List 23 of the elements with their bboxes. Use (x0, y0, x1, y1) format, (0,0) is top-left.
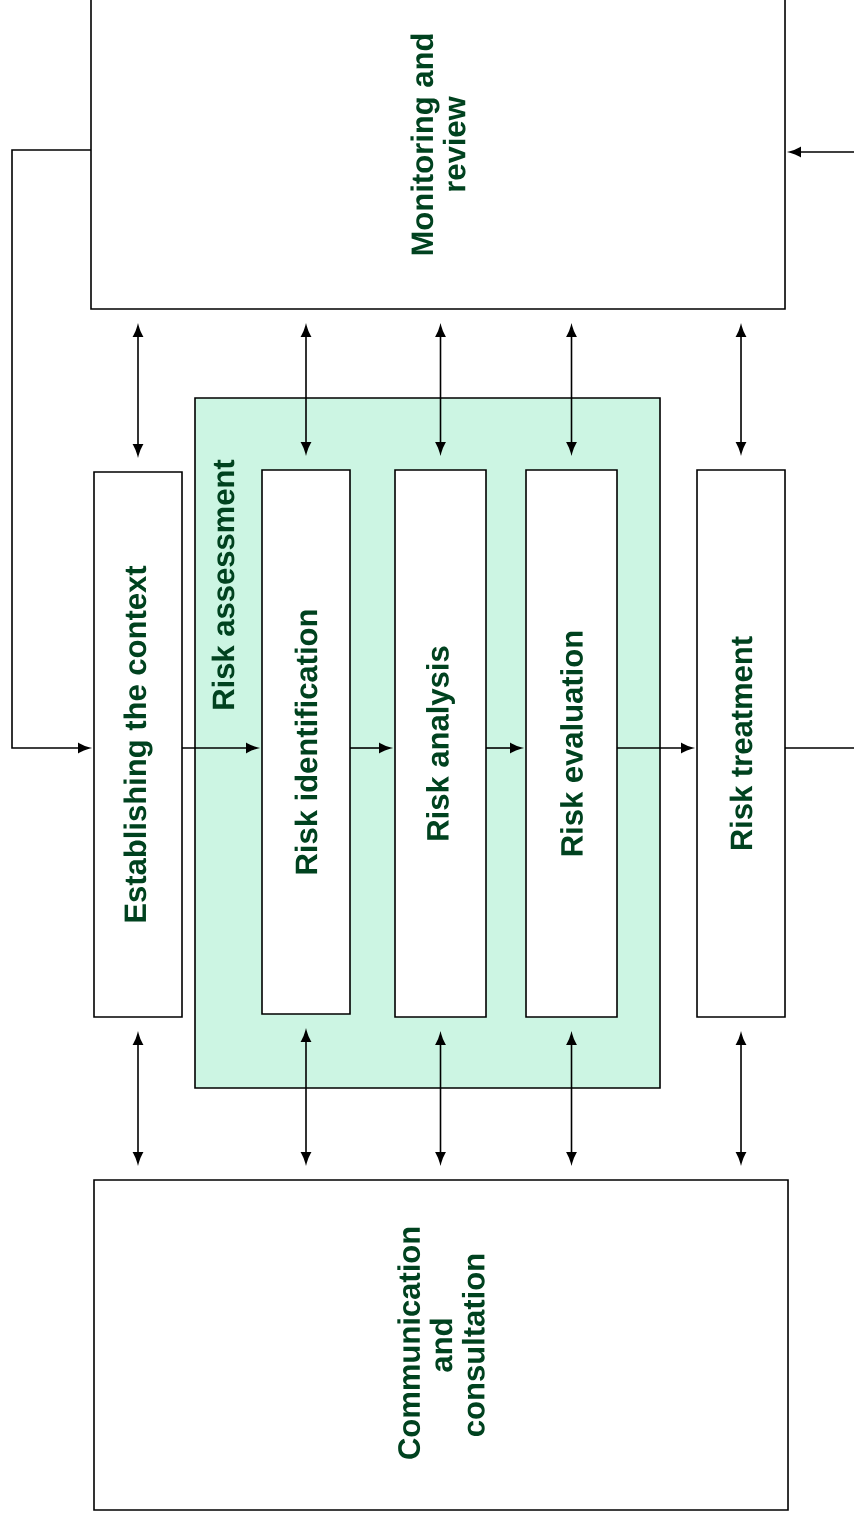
arrow (133, 1033, 143, 1164)
arrow (435, 325, 446, 454)
arrow (736, 1033, 746, 1164)
process-box: Communication and consultation (93, 1179, 789, 1511)
arrow (736, 325, 746, 454)
process-box: Risk identification (261, 469, 351, 1015)
arrow (11, 149, 92, 753)
arrow (566, 1033, 577, 1164)
process-box: Risk treatment (696, 469, 786, 1018)
process-box: Risk analysis (394, 469, 487, 1018)
arrow (301, 325, 311, 454)
arrow (435, 1033, 446, 1164)
process-box: Establishing the context (93, 471, 183, 1018)
arrow (616, 743, 693, 753)
process-box: Monitoring and review (90, 0, 786, 310)
arrow (301, 1030, 311, 1164)
arrow (566, 325, 577, 454)
arrow (349, 743, 391, 753)
arrow (133, 325, 143, 456)
process-box: Risk evaluation (525, 469, 618, 1018)
arrow (784, 147, 854, 749)
arrow (181, 743, 258, 753)
arrow (485, 743, 522, 753)
